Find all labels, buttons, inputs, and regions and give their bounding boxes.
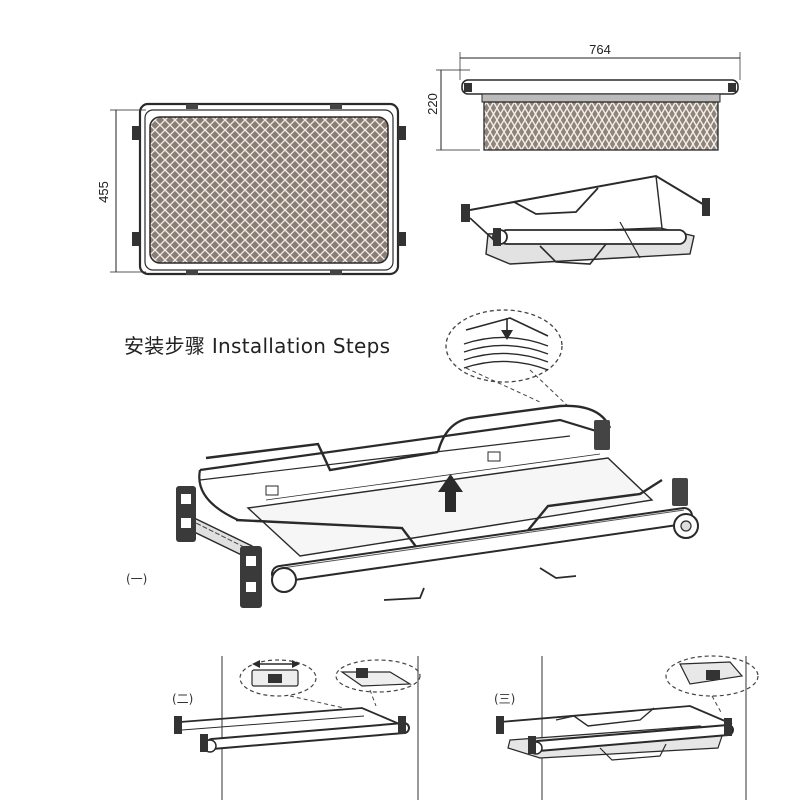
front-view: 764 220 [425, 42, 741, 151]
top-view: 455 [96, 102, 406, 276]
installation-main-view [176, 309, 699, 608]
height-dimension-label: 220 [425, 93, 440, 115]
installation-heading: 安装步骤 Installation Steps [124, 334, 391, 358]
step-two-view [174, 656, 421, 800]
down-arrow-icon [501, 318, 513, 340]
double-arrow-icon [252, 660, 300, 668]
perspective-small-view [461, 174, 710, 265]
step-three-view [496, 655, 759, 800]
width-dimension-label: 764 [589, 42, 611, 57]
step-two-label: (二) [172, 692, 194, 706]
up-arrow-icon [438, 474, 463, 512]
step-one-label: (一) [126, 572, 148, 586]
step-three-label: (三) [494, 692, 516, 706]
depth-dimension-label: 455 [96, 181, 111, 203]
